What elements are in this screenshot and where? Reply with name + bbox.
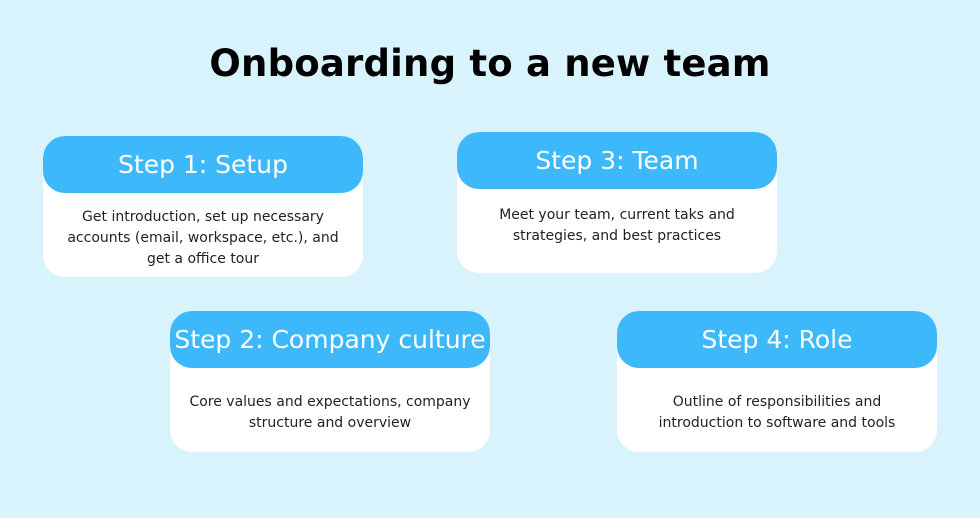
step-card-team: Step 3: Team Meet your team, current tak…: [457, 132, 777, 273]
step-card-setup: Step 1: Setup Get introduction, set up n…: [43, 136, 363, 277]
step-description-team: Meet your team, current taks and strateg…: [499, 207, 735, 244]
page-title: Onboarding to a new team: [209, 42, 771, 85]
step-card-role: Step 4: Role Outline of responsibilities…: [617, 311, 937, 452]
step-header-team: Step 3: Team: [457, 132, 777, 189]
step-header-role: Step 4: Role: [617, 311, 937, 368]
step-description-setup: Get introduction, set up necessary accou…: [67, 209, 339, 267]
step-card-company-culture: Step 2: Company culture Core values and …: [170, 311, 490, 452]
step-description-role: Outline of responsibilities and introduc…: [658, 394, 896, 431]
step-header-company-culture: Step 2: Company culture: [170, 311, 490, 368]
step-description-company-culture: Core values and expectations, company st…: [189, 394, 471, 431]
step-header-setup: Step 1: Setup: [43, 136, 363, 193]
